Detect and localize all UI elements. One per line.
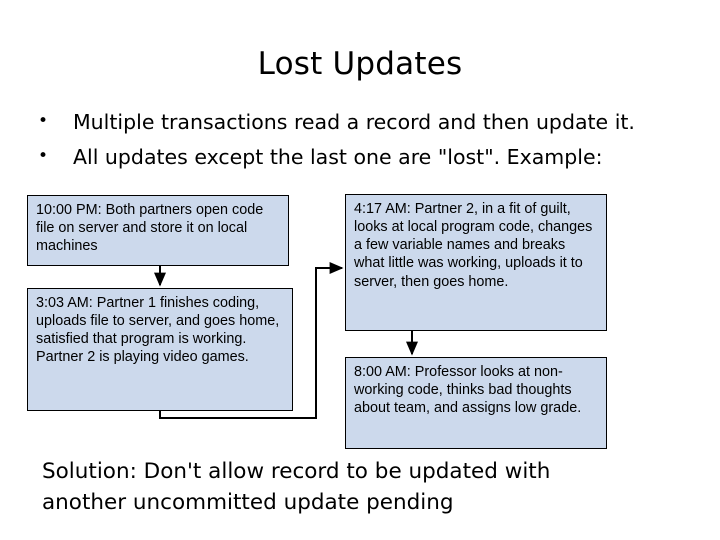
page-title: Lost Updates [257,46,463,82]
bullet-item-1: • All updates except the last one are "l… [30,144,695,169]
bullet-item-0: • Multiple transactions read a record an… [30,110,695,134]
diagram-box-303am: 3:03 AM: Partner 1 finishes coding, uplo… [27,288,293,411]
diagram-box-417am: 4:17 AM: Partner 2, in a fit of guilt, l… [345,194,607,331]
bullet-text-0: Multiple transactions read a record and … [73,110,635,134]
bullet-text-1: All updates except the last one are "los… [73,144,603,169]
diagram-box-1000pm: 10:00 PM: Both partners open code file o… [27,195,289,266]
solution-paragraph: Solution: Don't allow record to be updat… [42,457,674,518]
diagram-box-800am: 8:00 AM: Professor looks at non-working … [345,357,607,449]
bullet-list: • Multiple transactions read a record an… [30,110,695,181]
bullet-marker-icon: • [38,111,49,131]
solution-line-2: another uncommitted update pending [42,489,454,515]
bullet-marker-icon: • [38,145,49,166]
solution-line-1: Solution: Don't allow record to be updat… [42,459,551,484]
